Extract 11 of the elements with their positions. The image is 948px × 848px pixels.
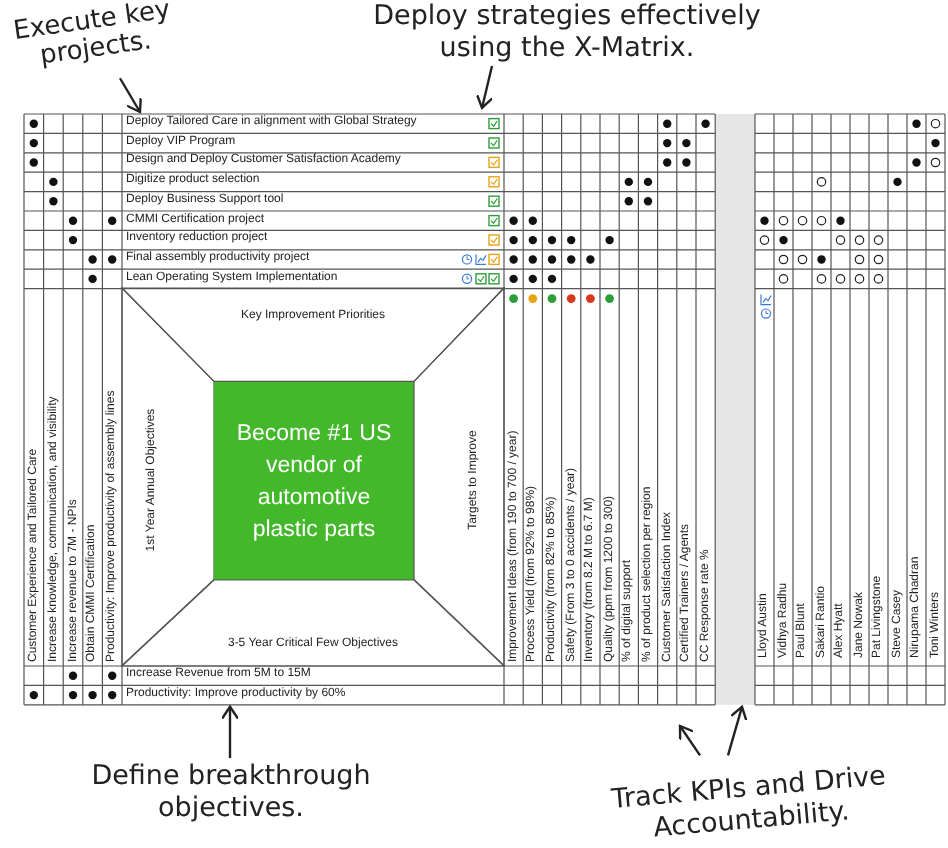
separator-band bbox=[715, 114, 755, 705]
handwritten-note: Define breakthrough objectives. bbox=[56, 760, 406, 824]
handwritten-note: Execute key projects. bbox=[1, 0, 187, 77]
handwritten-note: Track KPIs and Drive Accountability. bbox=[577, 757, 923, 848]
arrow bbox=[726, 705, 748, 756]
arrow bbox=[220, 705, 240, 758]
vision-box: Become #1 US vendor of automotive plastic parts bbox=[214, 382, 414, 580]
arrow bbox=[678, 724, 701, 756]
handwritten-note: Deploy strategies effectively using the X-Matrix. bbox=[352, 0, 782, 64]
arrow bbox=[475, 65, 494, 110]
arrow bbox=[118, 77, 142, 114]
